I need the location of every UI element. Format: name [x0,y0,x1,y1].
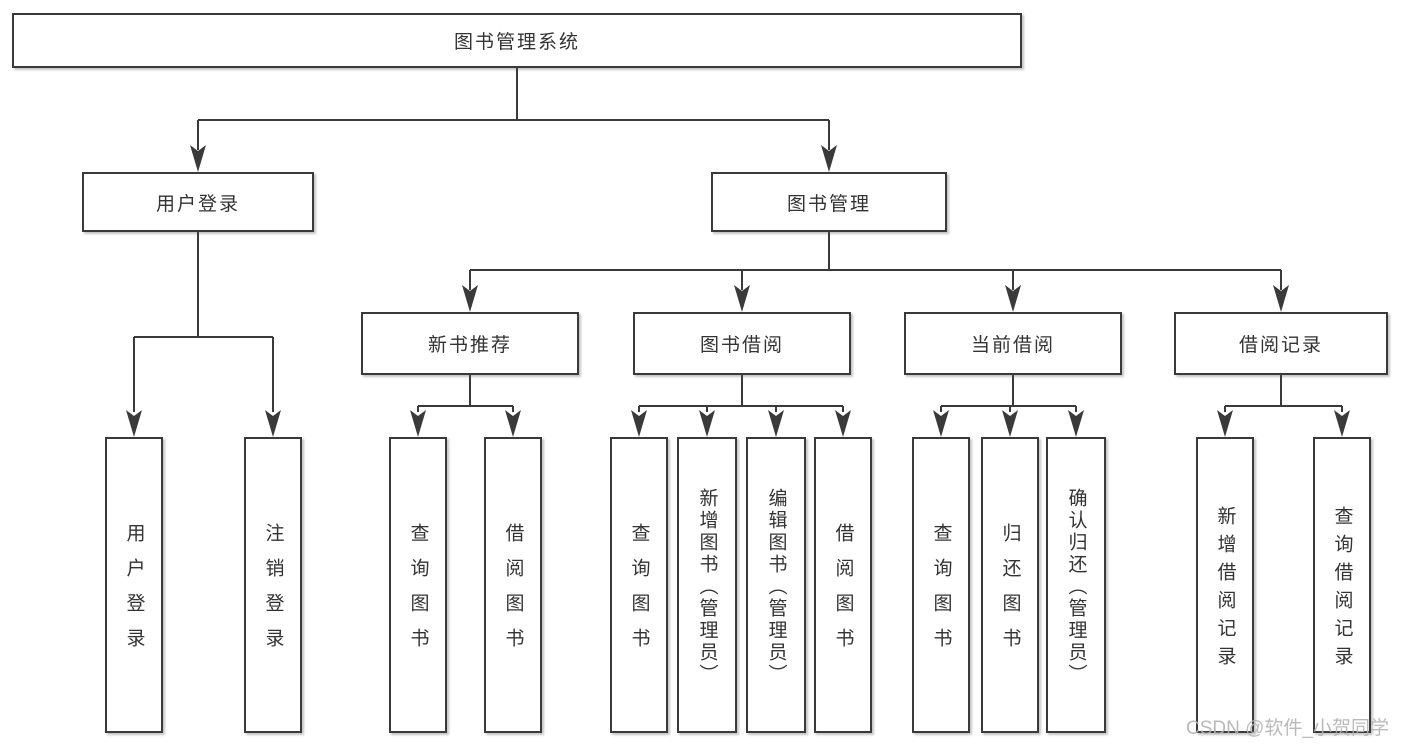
csdn-watermark: CSDN @软件_小贺同学 [1186,718,1389,739]
leaf-query-books-current: 查询图书 [912,437,970,733]
node-book-management: 图书管理 [711,172,947,232]
node-borrow-records: 借阅记录 [1174,312,1388,375]
node-root-system: 图书管理系统 [12,13,1022,68]
node-new-book-recommend: 新书推荐 [361,312,579,375]
leaf-confirm-return-admin: 确认归还（管理员） [1046,437,1106,733]
leaf-query-books-recommend: 查询图书 [389,437,447,733]
node-book-borrow: 图书借阅 [633,312,851,375]
node-current-borrow: 当前借阅 [904,312,1122,375]
leaf-query-borrow-record: 查询借阅记录 [1313,437,1371,733]
node-user-login-group: 用户登录 [82,172,314,232]
leaf-edit-books-admin: 编辑图书（管理员） [746,437,806,733]
leaf-add-books-admin: 新增图书（管理员） [677,437,737,733]
leaf-add-borrow-record: 新增借阅记录 [1196,437,1254,733]
leaf-logout: 注销登录 [244,437,302,733]
leaf-borrow-books: 借阅图书 [814,437,872,733]
leaf-return-books: 归还图书 [981,437,1039,733]
leaf-borrow-books-recommend: 借阅图书 [484,437,542,733]
leaf-user-login: 用户登录 [105,437,163,733]
leaf-query-books-borrow: 查询图书 [610,437,668,733]
